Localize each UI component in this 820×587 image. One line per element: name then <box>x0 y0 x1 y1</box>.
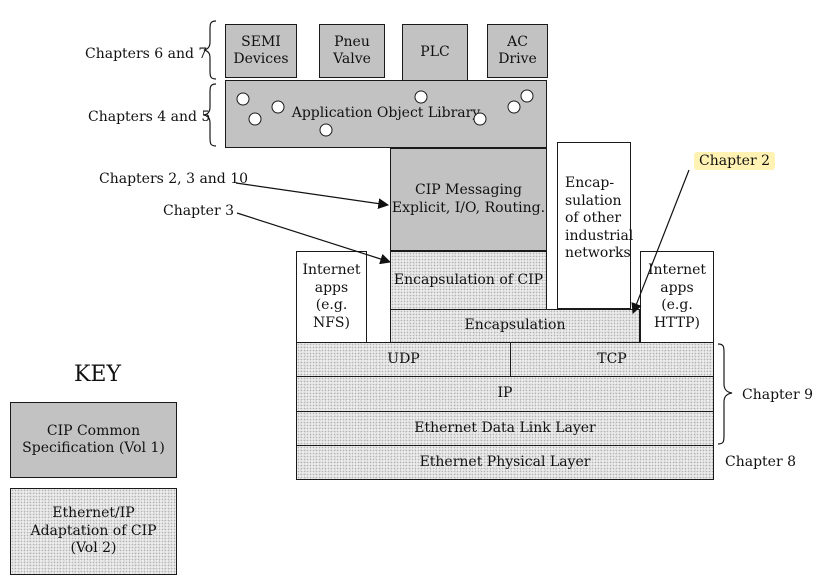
key-cip-common-swatch: CIP Common Specification (Vol 1) <box>10 402 177 478</box>
key-ethernet-ip-swatch: Ethernet/IP Adaptation of CIP (Vol 2) <box>10 488 177 575</box>
brace-chapters-6-7 <box>203 20 217 80</box>
ip-box: IP <box>296 376 714 412</box>
encapsulation-of-cip-box: Encapsulation of CIP <box>390 251 547 310</box>
brace-chapters-4-5 <box>203 83 217 147</box>
object-circle <box>248 112 262 126</box>
ethernet-physical-box: Ethernet Physical Layer <box>296 445 714 480</box>
chapter-8-label: Chapter 8 <box>725 454 796 470</box>
object-circle <box>473 112 487 126</box>
object-circle <box>271 100 285 114</box>
plc-box: PLC <box>402 24 468 82</box>
object-circle <box>414 90 428 104</box>
chapters-4-5-label: Chapters 4 and 5 <box>88 109 211 125</box>
application-object-library-box: Application Object Library <box>225 80 547 148</box>
arrow-chapter-2 <box>631 169 690 315</box>
chapters-6-7-label: Chapters 6 and 7 <box>85 46 208 62</box>
object-circles <box>236 89 534 137</box>
ac-drive-box: AC Drive <box>487 24 548 78</box>
object-circle <box>507 100 521 114</box>
key-title: KEY <box>74 362 122 387</box>
chapter-3-label: Chapter 3 <box>163 203 234 219</box>
arrow-chapter-3 <box>236 212 392 265</box>
object-circle <box>236 92 250 106</box>
internet-apps-http-box: Internet apps (e.g. HTTP) <box>640 251 714 343</box>
encapsulation-other-networks-box: Encap- sulation of other industrial netw… <box>557 142 633 309</box>
chapters-2-3-10-label: Chapters 2, 3 and 10 <box>99 171 249 187</box>
semi-devices-box: SEMI Devices <box>225 24 297 78</box>
arrow-chapters-2-3-10 <box>235 182 390 209</box>
chapter-9-label: Chapter 9 <box>742 387 813 403</box>
brace-chapter-9 <box>717 343 733 445</box>
cip-messaging-box: CIP Messaging Explicit, I/O, Routing. <box>390 148 547 251</box>
object-circle <box>319 123 333 137</box>
chapter-2-label: Chapter 2 <box>694 152 775 170</box>
object-circle <box>520 89 534 103</box>
encapsulation-box: Encapsulation <box>390 309 640 343</box>
internet-apps-nfs-box: Internet apps (e.g. NFS) <box>296 251 367 343</box>
udp-box: UDP <box>296 342 511 377</box>
tcp-box: TCP <box>510 342 714 377</box>
pneu-valve-box: Pneu Valve <box>319 24 385 78</box>
